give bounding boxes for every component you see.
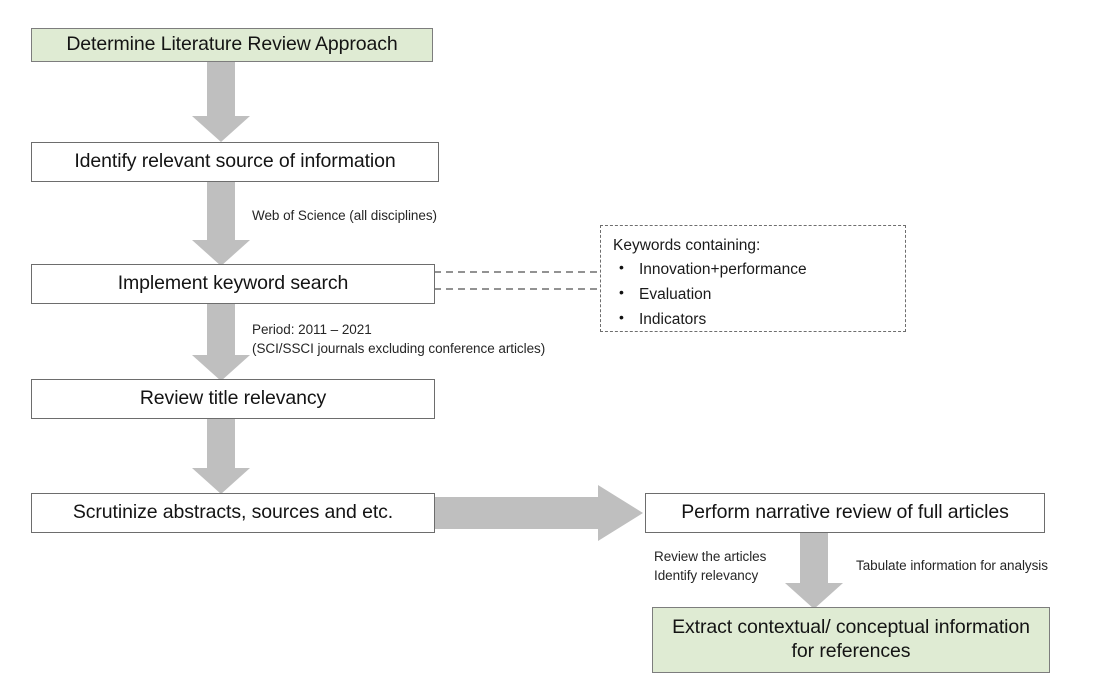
annotation-web-of-science: Web of Science (all disciplines) [252,208,437,223]
node-extract-contextual[interactable]: Extract contextual/ conceptual informati… [652,607,1050,673]
annotation-review-identify: Review the articles Identify relevancy [654,549,767,583]
node-identify-source-label: Identify relevant source of information [74,150,396,173]
arrow-search-to-review [192,304,250,381]
dashed-connector-keywords [434,271,601,290]
node-extract-contextual-label: Extract contextual/ conceptual informati… [672,616,1030,662]
arrow-identify-to-search [192,182,250,266]
node-review-title[interactable]: Review title relevancy [31,379,435,419]
keywords-callout-title: Keywords containing: [613,237,761,254]
keywords-item: Indicators [619,306,895,332]
keywords-callout-box: Keywords containing: Innovation+performa… [600,225,906,332]
node-determine-approach-label: Determine Literature Review Approach [66,33,398,56]
keywords-item: Evaluation [619,281,895,307]
arrow-review-to-scrutinize [192,419,250,494]
annotation-period: Period: 2011 – 2021 (SCI/SSCI journals e… [252,322,546,356]
annotation-tabulate: Tabulate information for analysis [856,558,1048,573]
arrow-narrative-to-extract [785,533,843,609]
node-implement-search[interactable]: Implement keyword search [31,264,435,304]
node-review-title-label: Review title relevancy [139,387,327,410]
arrow-scrutinize-to-narrative [434,485,643,541]
keywords-item: Innovation+performance [619,256,895,282]
arrow-determine-to-identify [192,62,250,142]
node-perform-narrative-label: Perform narrative review of full article… [681,501,1009,524]
node-identify-source[interactable]: Identify relevant source of information [31,142,439,182]
keywords-callout-list: Innovation+performance Evaluation Indica… [613,256,895,332]
node-scrutinize-abstracts-label: Scrutinize abstracts, sources and etc. [72,501,394,524]
node-implement-search-label: Implement keyword search [117,272,349,295]
node-perform-narrative[interactable]: Perform narrative review of full article… [645,493,1045,533]
node-determine-approach[interactable]: Determine Literature Review Approach [31,28,433,62]
node-scrutinize-abstracts[interactable]: Scrutinize abstracts, sources and etc. [31,493,435,533]
